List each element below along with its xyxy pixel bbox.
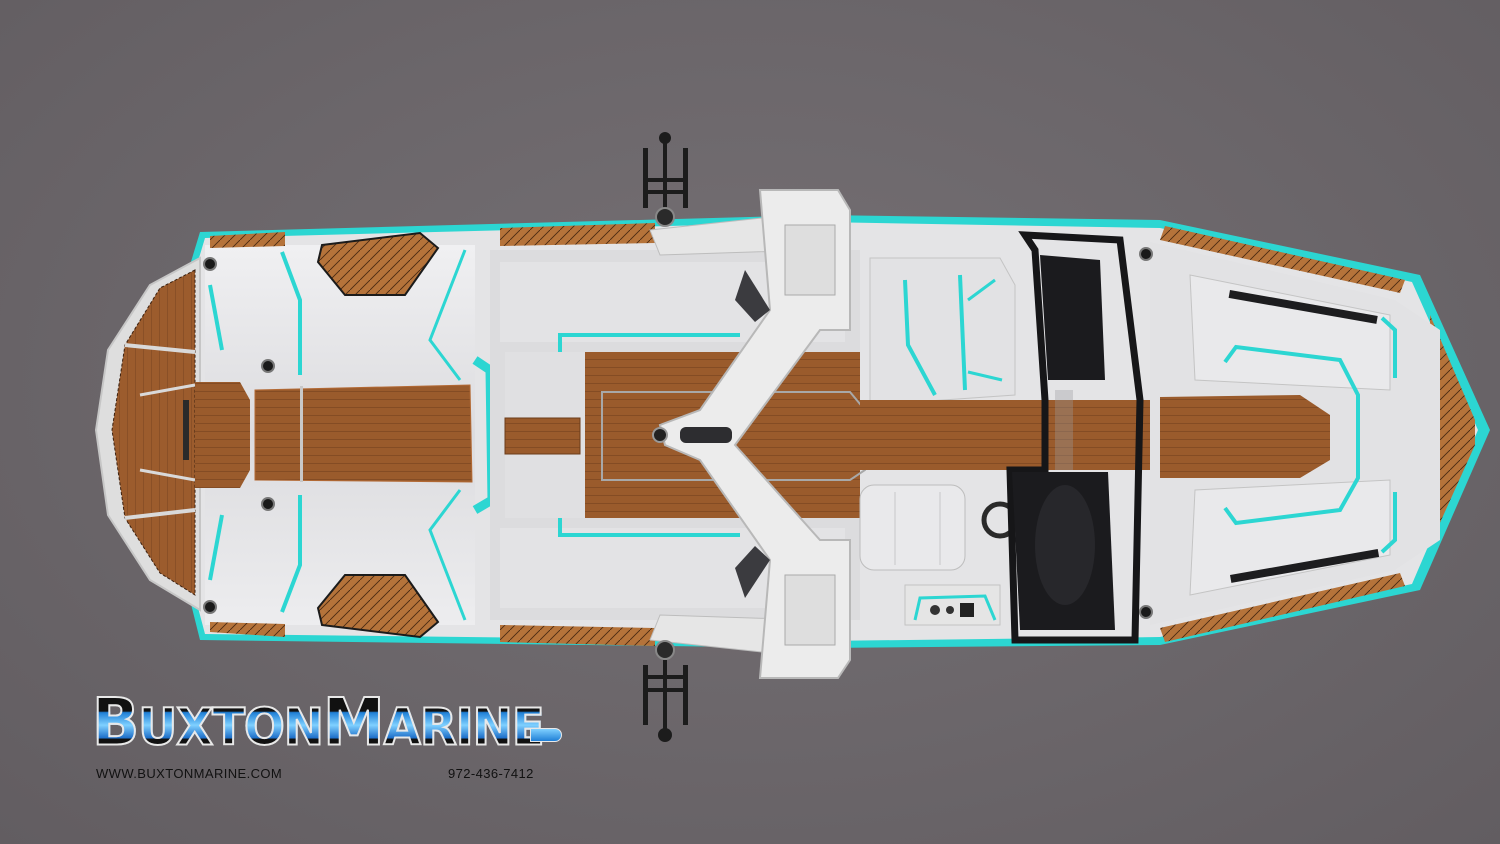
logo-initial-b: B [91,683,140,761]
stern-lounge [195,231,475,639]
helm-area [859,257,1170,626]
board-rack-starboard [643,640,688,742]
logo-website: WWW.BUXTONMARINE.COM [96,766,283,781]
logo-initial-m: M [322,683,386,761]
logo-wordmark: BUXTONMARINE [91,688,546,760]
bow-seating [1139,242,1440,625]
logo-text-arine: ARINE [383,697,546,758]
logo-text-uxton: UXTON [137,697,325,758]
dealer-logo: BUXTONMARINE WWW.BUXTONMARINE.COM 972-43… [91,688,562,790]
logo-phone: 972-436-7412 [448,766,534,781]
board-rack-port [643,132,688,227]
logo-swoosh-icon [530,728,562,742]
gunwale-teak [210,223,1475,646]
windshield [1006,231,1144,644]
wake-tower [649,189,851,679]
